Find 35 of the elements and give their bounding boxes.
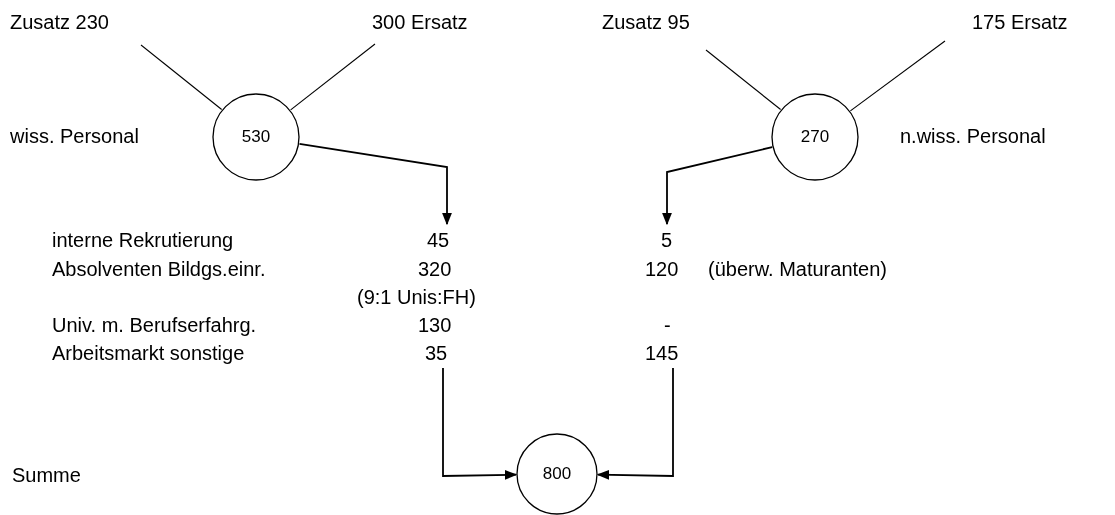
arrow [596, 367, 674, 480]
value-text: Zusatz 95 [602, 10, 690, 34]
table-text: Absolventen Bildgs.einr. [52, 257, 266, 281]
value-text: 270 [800, 126, 830, 149]
value-text: Zusatz 230 [10, 10, 109, 34]
table-text: Summe [12, 463, 81, 487]
arrow [442, 367, 518, 480]
value-text: 800 [542, 463, 572, 486]
table-text: 120 [645, 257, 679, 281]
value-text: 300 Ersatz [372, 10, 468, 34]
connector-line [140, 44, 223, 111]
table-text: Arbeitsmarkt sonstige [52, 341, 245, 365]
value-text: 45 [427, 228, 450, 252]
table-text: - [664, 313, 671, 337]
table-text: interne Rekrutierung [52, 228, 234, 252]
value-text: 175 Ersatz [972, 10, 1068, 34]
value-text: 35 [425, 341, 448, 365]
table-text: (9:1 Unis:FH) [357, 285, 476, 309]
circle-node [212, 93, 300, 181]
value-text: 145 [645, 341, 679, 365]
connector-line [290, 43, 376, 111]
circle-node [771, 93, 859, 181]
group-label: wiss. Personal [10, 124, 139, 148]
group-label: n.wiss. Personal [900, 124, 1046, 148]
table-text: 320 [418, 257, 452, 281]
circle-node [516, 433, 598, 515]
value-text: 5 [661, 228, 673, 252]
arrow [298, 142, 453, 226]
connector-line [849, 40, 946, 112]
table-text: Univ. m. Berufserfahrg. [52, 313, 257, 337]
value-text: 530 [241, 126, 271, 149]
arrow [661, 146, 774, 226]
table-text: (überw. Maturanten) [708, 257, 887, 281]
table-text: 130 [418, 313, 452, 337]
connector-line [705, 49, 782, 111]
